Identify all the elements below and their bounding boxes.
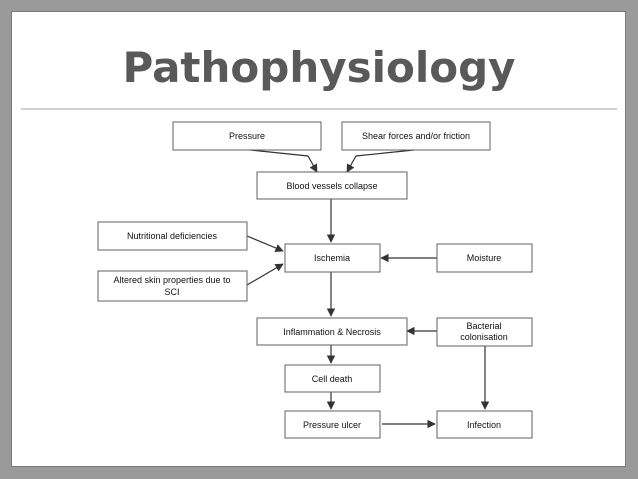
node-label-inflammation-necrosis: Inflammation & Necrosis bbox=[283, 327, 381, 337]
edge-altered-skin-to-ischemia bbox=[246, 263, 284, 286]
node-label-bacterial-line-2: colonisation bbox=[460, 332, 508, 342]
edge-pressure-to-blood-vessels bbox=[249, 149, 318, 173]
flowchart-edges bbox=[246, 149, 490, 429]
flowchart-node-infection: Infection bbox=[436, 410, 533, 439]
node-label-bacterial-line-1: Bacterial bbox=[466, 321, 501, 331]
node-label-cell-death: Cell death bbox=[312, 374, 353, 384]
node-label-altered-skin-line-1: Altered skin properties due to bbox=[113, 275, 230, 285]
flowchart-node-altered-skin: Altered skin properties due to SCI bbox=[97, 270, 248, 302]
edge-shear-to-blood-vessels bbox=[346, 149, 415, 173]
flowchart-node-blood-vessels-collapse: Blood vessels collapse bbox=[256, 171, 408, 200]
flowchart-node-moisture: Moisture bbox=[436, 243, 533, 273]
node-label-nutritional-deficiencies: Nutritional deficiencies bbox=[127, 231, 218, 241]
flowchart-node-nutritional-deficiencies: Nutritional deficiencies bbox=[97, 221, 248, 251]
node-label-moisture: Moisture bbox=[467, 253, 502, 263]
title-divider bbox=[21, 108, 617, 110]
node-label-altered-skin-line-2: SCI bbox=[164, 287, 179, 297]
node-label-pressure-ulcer: Pressure ulcer bbox=[303, 420, 361, 430]
edge-nutritional-to-ischemia bbox=[246, 235, 284, 252]
node-label-pressure: Pressure bbox=[229, 131, 265, 141]
flowchart-node-shear-forces: Shear forces and/or friction bbox=[341, 121, 491, 151]
flowchart-node-inflammation-necrosis: Inflammation & Necrosis bbox=[256, 317, 408, 346]
node-label-blood-vessels-collapse: Blood vessels collapse bbox=[286, 181, 377, 191]
node-label-infection: Infection bbox=[467, 420, 501, 430]
flowchart-node-cell-death: Cell death bbox=[284, 364, 381, 393]
node-label-shear-forces: Shear forces and/or friction bbox=[362, 131, 470, 141]
flowchart-node-pressure: Pressure bbox=[172, 121, 322, 151]
flowchart-node-bacterial-colonisation: Bacterial colonisation bbox=[436, 317, 533, 347]
slide-title: Pathophysiology bbox=[122, 43, 516, 92]
flowchart-node-pressure-ulcer: Pressure ulcer bbox=[284, 410, 381, 439]
flowchart-node-ischemia: Ischemia bbox=[284, 243, 381, 273]
node-label-ischemia: Ischemia bbox=[314, 253, 350, 263]
